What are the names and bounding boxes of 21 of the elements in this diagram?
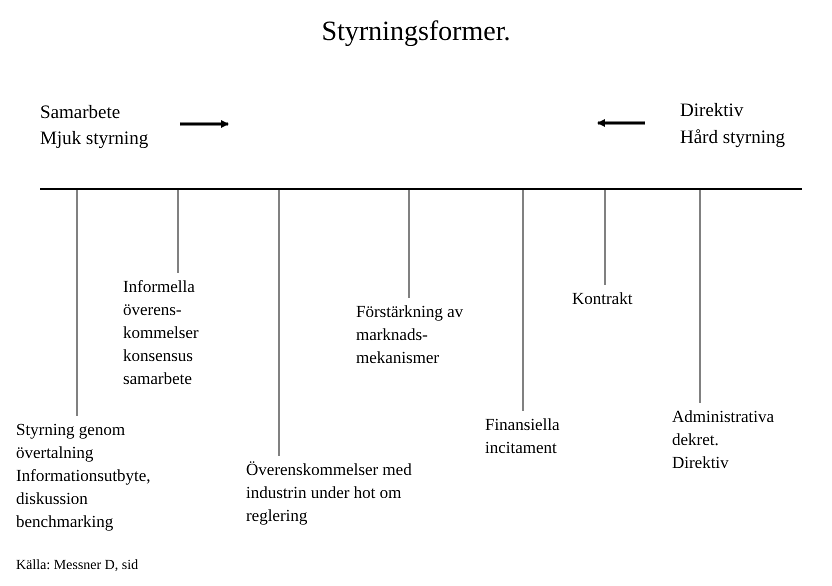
axis-line <box>40 188 802 190</box>
item-text: Informationsutbyte, diskussion benchmarking <box>16 465 152 533</box>
leader-line <box>522 189 524 412</box>
item-text: Direktiv <box>672 452 729 474</box>
item-text: Kontrakt <box>572 288 632 310</box>
item-text: Finansiella incitament <box>485 414 561 459</box>
item-text: Förstärkning av marknads- mekanismer <box>356 301 464 369</box>
scale-end-label: Samarbete <box>40 102 120 124</box>
leader-line <box>76 189 78 416</box>
leader-line <box>278 189 280 456</box>
item-text: Informella överens- kommelser konsensus samarbete <box>123 276 200 390</box>
item-text: Administrativa dekret. <box>672 406 775 451</box>
leader-line <box>408 189 410 298</box>
title: Styrningsformer. <box>322 16 510 48</box>
source-note: Källa: Messner D, sid <box>16 558 138 574</box>
scale-end-label: Hård styrning <box>680 127 786 149</box>
scale-end-label: Direktiv <box>680 100 744 122</box>
item-text: Överenskommelser med industrin under hot om reglering <box>246 459 413 527</box>
leader-line <box>604 189 606 286</box>
scale-end-label: Mjuk styrning <box>40 128 148 150</box>
item-text: Styrning genom övertalning <box>16 419 126 464</box>
